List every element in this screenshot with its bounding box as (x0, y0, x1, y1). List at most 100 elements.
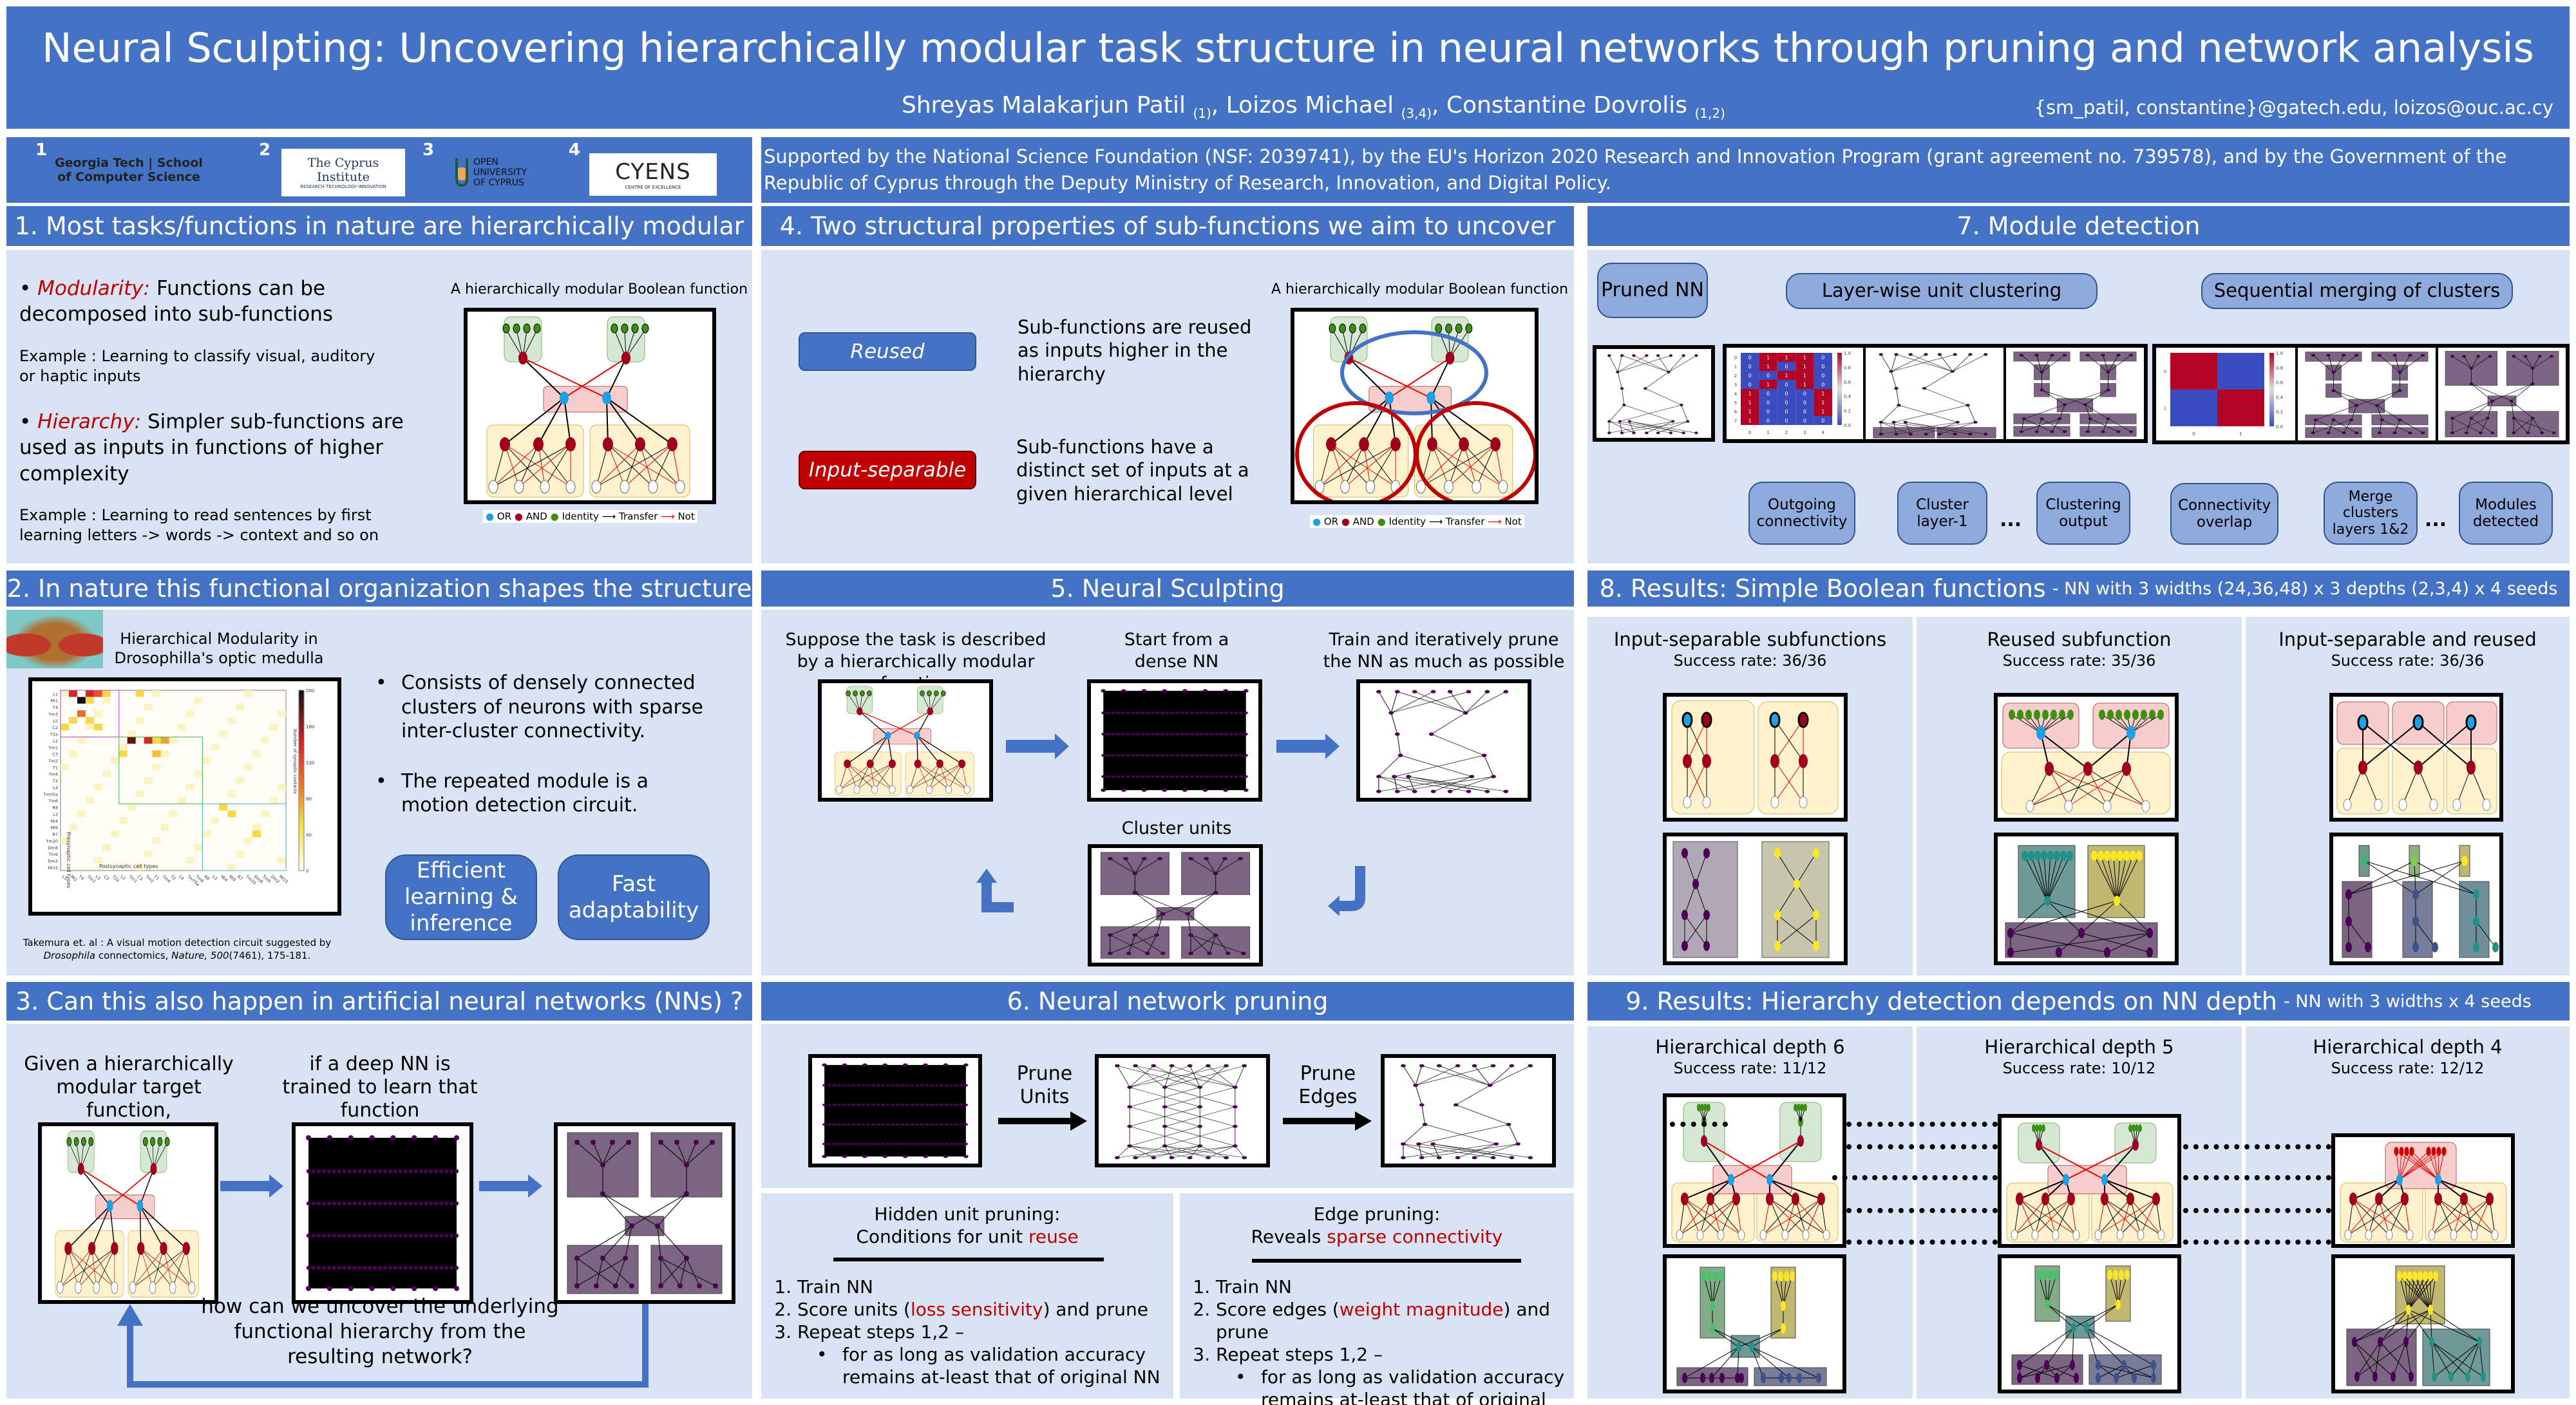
neuron (1401, 1142, 1406, 1146)
target-function-diagram (55, 1130, 199, 1297)
row-label: L5 (53, 719, 58, 724)
edge (163, 1248, 173, 1288)
merge-clusters-label: Merge clusters layers 1&2 (2324, 482, 2418, 545)
neuron (357, 1169, 362, 1174)
edge (1684, 914, 1707, 947)
neuron (2398, 371, 2402, 374)
edge (2024, 855, 2048, 901)
edge (2431, 1341, 2435, 1377)
neuron (1101, 689, 1106, 693)
level-alignment-line (1846, 1240, 1998, 1245)
heatmap-cell (1814, 416, 1832, 425)
neuron (369, 1286, 375, 1291)
input-node (169, 1281, 176, 1294)
neuron (419, 1233, 423, 1238)
neuron (2106, 370, 2110, 373)
edge (2425, 1276, 2431, 1310)
edge (139, 1205, 164, 1249)
prune-units-label: Prune Units (1016, 1062, 1073, 1108)
neuron (398, 1265, 402, 1270)
neuron (1241, 951, 1246, 956)
heatmap-cell-label: 1 (1785, 373, 1788, 379)
neuron (1922, 387, 1927, 390)
edge (1370, 444, 1396, 487)
neuron (2129, 354, 2134, 357)
neuron (1185, 775, 1189, 778)
edge (2040, 714, 2071, 733)
neuron (895, 1142, 900, 1146)
neuron (2488, 355, 2492, 358)
edge (2351, 405, 2357, 420)
identity-node (81, 1137, 86, 1146)
neuron (846, 1084, 851, 1087)
neuron (403, 1169, 408, 1174)
neuron (959, 1103, 963, 1106)
neuron (1101, 733, 1106, 736)
edge (544, 444, 571, 487)
neuron (862, 1155, 867, 1158)
identity-node (66, 1137, 72, 1146)
heatmap-cell (194, 770, 203, 777)
neuron (352, 1169, 357, 1174)
and-node (2036, 1139, 2042, 1151)
neuron (1175, 712, 1179, 715)
neuron (2523, 355, 2528, 358)
or-node (1728, 1174, 1734, 1185)
funding-text: Supported by the National Science Founda… (764, 146, 2507, 194)
heatmap-cell-label: 1 (1803, 364, 1806, 370)
neuron (1632, 354, 1636, 357)
row-label: L1 (53, 692, 58, 697)
edge (1147, 935, 1157, 954)
neuron (1736, 1342, 1741, 1352)
edge (2085, 404, 2108, 419)
neuron (2354, 404, 2359, 407)
neuron (2412, 942, 2419, 952)
edge (2313, 355, 2334, 373)
neuron (2045, 1299, 2050, 1310)
edge (940, 763, 968, 790)
modules-detected-figure (2438, 348, 2566, 440)
neuron (342, 1201, 346, 1206)
row-label: C3 (52, 752, 58, 757)
neuron (920, 1103, 924, 1106)
author-2: Loizos Michael (1226, 92, 1394, 118)
edge (2368, 1198, 2405, 1236)
legend-and-icon: ● (514, 511, 523, 522)
edge (1891, 354, 1926, 372)
edge (1117, 1146, 1200, 1158)
heatmap-cell (227, 863, 236, 871)
s8-col-2-rate: Success rate: 35/36 (2002, 652, 2156, 670)
heatmap-cell (185, 710, 194, 717)
edge (2411, 1151, 2439, 1180)
edge (1617, 355, 1622, 372)
identity-node (941, 690, 946, 697)
edge (538, 444, 545, 487)
neuron (655, 1223, 660, 1229)
input-node (2365, 1229, 2372, 1241)
edge-pruning-steps: Train NN Score edges (weight magnitude) … (1186, 1276, 1573, 1405)
neuron (1233, 1124, 1238, 1128)
heatmap-cell-label: 1 (1748, 418, 1752, 424)
neuron (861, 1103, 866, 1106)
neuron (837, 1142, 841, 1146)
neuron (842, 1063, 848, 1067)
pruned-nn-diagram (1607, 354, 1698, 435)
edge (2313, 419, 2316, 433)
edge (847, 764, 858, 790)
input-node (591, 480, 601, 494)
neuron (1484, 690, 1490, 693)
s6-edge-pruned-nn-figure (1381, 1054, 1556, 1167)
neuron (2402, 1271, 2407, 1281)
edge (1129, 1087, 1200, 1108)
s9-depth6-modules-diagram (1676, 1267, 1827, 1386)
neuron (1903, 420, 1908, 424)
heatmap-cell-label: 0 (1785, 364, 1788, 370)
edge (504, 444, 520, 487)
heatmap-cell (1777, 353, 1796, 362)
edge (1209, 935, 1217, 954)
neuron (1180, 712, 1184, 715)
edge (1455, 1104, 1509, 1125)
edge (2438, 1179, 2490, 1200)
neuron (677, 1283, 683, 1288)
edge (657, 1225, 661, 1259)
